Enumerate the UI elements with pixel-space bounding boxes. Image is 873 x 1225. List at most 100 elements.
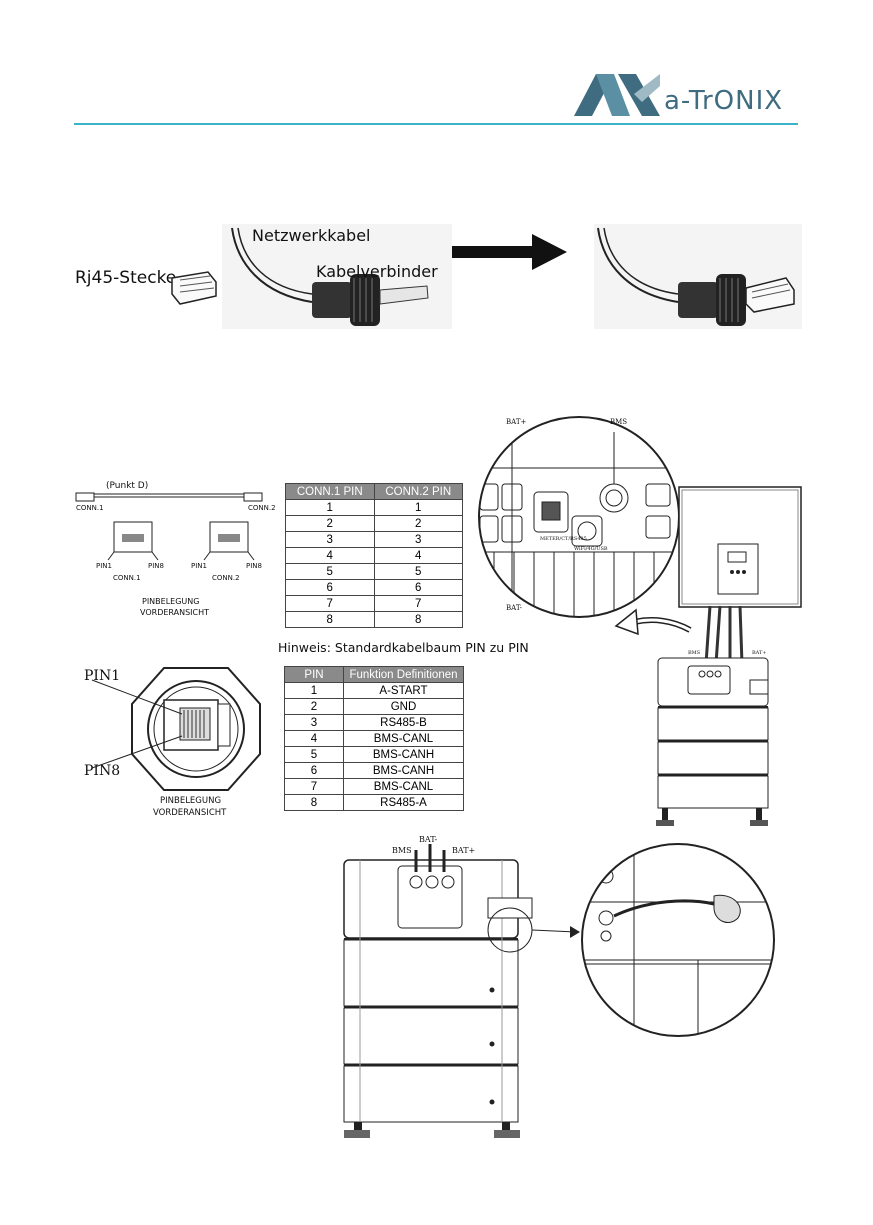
- inverter-cables: [704, 605, 744, 665]
- socket-caption-2: VORDERANSICHT: [153, 808, 227, 818]
- table-cell: 7: [373, 595, 463, 612]
- function-table-header: Funktion Definitionen: [343, 666, 464, 683]
- table-cell: 6: [284, 762, 344, 779]
- detail-meter: METER/CT/RS485: [540, 536, 587, 542]
- detail-bat-minus: BAT-: [506, 604, 522, 612]
- large-bms-label: BMS: [392, 846, 412, 855]
- table-cell: BMS-CANL: [343, 730, 464, 747]
- socket-caption-1: PINBELEGUNG: [160, 796, 222, 806]
- pin8-label-b: PIN8: [246, 562, 262, 570]
- table-cell: 4: [285, 547, 375, 564]
- table-cell: 6: [373, 579, 463, 596]
- small-bms-label: BMS: [688, 650, 701, 656]
- table-cell: 7: [285, 595, 375, 612]
- table-cell: 4: [373, 547, 463, 564]
- detail-wifi: WiFi/4G/USB: [574, 546, 608, 552]
- table-cell: 4: [284, 730, 344, 747]
- connector-label: Kabelverbinder: [316, 262, 438, 281]
- curved-arrow-icon: [614, 608, 692, 636]
- conn-table-header: CONN.1 PIN: [285, 483, 375, 500]
- table-cell: 2: [284, 698, 344, 715]
- pin1-label-a: PIN1: [96, 562, 112, 570]
- table-cell: 2: [285, 515, 375, 532]
- battery-stack-small: [656, 657, 769, 826]
- table-cell: 8: [373, 611, 463, 628]
- table-cell: 1: [285, 499, 375, 516]
- patch-cable-diagram: [75, 492, 263, 502]
- table-cell: 1: [284, 682, 344, 699]
- inverter-detail-circle: [478, 416, 680, 618]
- conn2-label: CONN.2: [212, 574, 240, 582]
- cable-label: Netzwerkkabel: [252, 226, 371, 245]
- small-bat-plus-label: BAT+: [752, 650, 767, 656]
- conn-table-header: CONN.2 PIN: [373, 483, 463, 500]
- logo-text: a-TrONIX: [664, 86, 784, 116]
- table-cell: 2: [373, 515, 463, 532]
- table-cell: 5: [285, 563, 375, 580]
- large-bat-plus-label: BAT+: [452, 846, 476, 855]
- rj45-front-view-1: [107, 521, 159, 561]
- point-d-label: (Punkt D): [106, 481, 149, 491]
- rj45-socket-diagram: [91, 667, 261, 791]
- plug-label: Rj45-Stecke: [75, 268, 177, 288]
- socket-pin1-label: PIN1: [84, 668, 121, 684]
- header-rule: [74, 123, 798, 125]
- table-cell: 8: [285, 611, 375, 628]
- ground-detail-circle: [581, 843, 775, 1037]
- table-cell: 5: [284, 746, 344, 763]
- table-cell: 8: [284, 794, 344, 811]
- table-cell: 1: [373, 499, 463, 516]
- rj45-front-view-2: [203, 521, 255, 561]
- battery-stack-large: [343, 859, 520, 1138]
- conn1-label: CONN.1: [113, 574, 141, 582]
- table-cell: RS485-A: [343, 794, 464, 811]
- logo-mark-icon: [574, 74, 660, 116]
- table-cell: GND: [343, 698, 464, 715]
- table-cell: 3: [284, 714, 344, 731]
- conn2-label-top: CONN.2: [248, 504, 276, 512]
- table-cell: 7: [284, 778, 344, 795]
- table-cell: BMS-CANH: [343, 762, 464, 779]
- cable-panel-right: [594, 224, 802, 329]
- table-cell: 6: [285, 579, 375, 596]
- table-cell: BMS-CANH: [343, 746, 464, 763]
- cable-panel-left: [222, 224, 452, 329]
- function-table-header: PIN: [284, 666, 344, 683]
- table-cell: A-START: [343, 682, 464, 699]
- arrow-right-icon: [452, 234, 567, 270]
- large-bat-minus-label: BAT-: [419, 835, 438, 844]
- table-cell: 3: [373, 531, 463, 548]
- battery-cable-stubs: [414, 844, 446, 872]
- ground-terminal-callout: [487, 897, 580, 953]
- pin1-label-b: PIN1: [191, 562, 207, 570]
- hint-text: Hinweis: Standardkabelbaum PIN zu PIN: [278, 640, 529, 655]
- inverter-unit: [678, 486, 802, 608]
- detail-bat-plus: BAT+: [506, 418, 527, 426]
- detail-bms: BMS: [610, 418, 628, 426]
- socket-pin8-label: PIN8: [84, 763, 121, 779]
- cable-caption-1: PINBELEGUNG: [142, 597, 200, 606]
- pin8-label-a: PIN8: [148, 562, 164, 570]
- rj45-plug-icon: [171, 271, 217, 305]
- table-cell: 3: [285, 531, 375, 548]
- table-cell: RS485-B: [343, 714, 464, 731]
